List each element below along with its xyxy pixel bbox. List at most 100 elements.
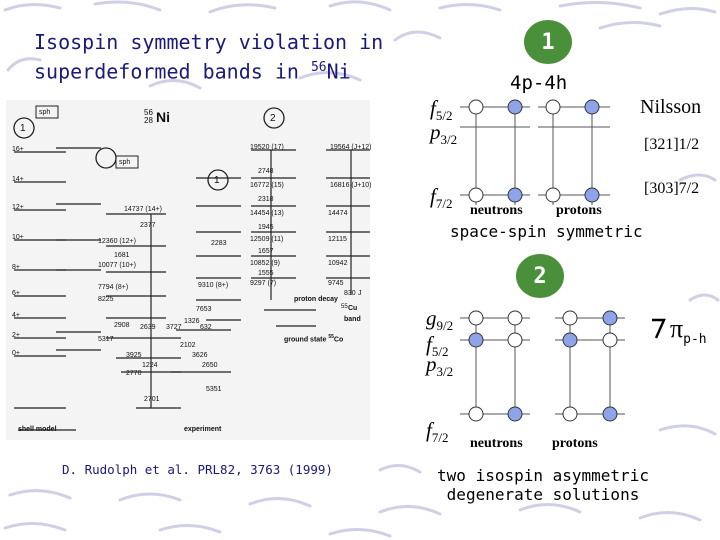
energy-label: 14474 [328, 210, 348, 217]
energy-label: 2102 [180, 342, 196, 349]
panel-2-level-f52: f5/2 [426, 332, 448, 360]
energy-label: 16772 (15) [250, 182, 284, 189]
energy-label: 2639 [140, 324, 156, 331]
energy-label: 5317 [98, 336, 114, 343]
orbital-filled [602, 310, 618, 326]
panel-2-protons: protons [552, 436, 598, 451]
scheme-nucleus-mass: 56 [144, 108, 153, 117]
energy-label: 12115 [328, 236, 347, 243]
orbital-empty [468, 406, 484, 422]
panel-2-caption: two isospin asymmetric degenerate soluti… [436, 466, 650, 504]
title-line-2-text: superdeformed bands in [34, 59, 311, 84]
energy-label: 1326 [184, 318, 200, 325]
orbital-filled [602, 406, 618, 422]
panel-1-level-p32: p3/2 [430, 120, 457, 148]
energy-label: 3925 [126, 352, 142, 359]
pi-ph-label: πp-h [670, 314, 707, 347]
orbital-sub: 7/2 [431, 430, 449, 446]
energy-label: 10852 (9) [250, 260, 280, 267]
energy-label: 632 [200, 324, 212, 331]
orbital-filled [507, 406, 523, 422]
panel-1-level-f72: f7/2 [430, 184, 452, 212]
energy-label: 7653 [196, 306, 212, 313]
energy-label: 9297 (7) [250, 280, 277, 287]
spin-label: 2+ [12, 332, 20, 339]
panel-2-badge: 2 [516, 254, 564, 298]
energy-label: 2701 [144, 396, 160, 403]
panel-1-level-f52: f5/2 [430, 96, 452, 124]
panel-2-orbital-diagram [460, 310, 625, 422]
cu-band-suffix: band [344, 316, 361, 323]
scheme-band-2: 2 [270, 113, 276, 124]
energy-label: 3727 [166, 324, 182, 331]
arrow-icon [652, 318, 666, 339]
orbital-empty [562, 310, 578, 326]
panel-2-level-p32: p3/2 [426, 352, 453, 380]
panel-2-caption-line-2: degenerate solutions [446, 485, 640, 504]
orbital-empty [562, 406, 578, 422]
orbital-filled [584, 99, 600, 115]
cu-band-symbol: Cu [348, 305, 358, 312]
scheme-nucleus-symbol: Ni [156, 109, 170, 125]
energy-label: 3626 [192, 352, 208, 359]
orbital-filled [507, 99, 523, 115]
energy-label: 19520 (17) [250, 144, 284, 151]
panel-1-badge: 1 [524, 20, 572, 64]
scheme-nucleus-z: 28 [144, 116, 153, 125]
orbital-letter: g [426, 306, 437, 330]
orbital-letter: f [430, 184, 436, 208]
energy-label: 2318 [258, 196, 274, 203]
energy-label: 8225 [98, 296, 114, 303]
orbital-sub: 5/2 [435, 108, 453, 124]
title-mass-number: 56 [310, 60, 327, 75]
energy-label: 9745 [328, 280, 344, 287]
energy-label: 14454 (13) [250, 210, 284, 217]
shell-model-label: shell model [18, 426, 57, 433]
energy-label: 2770 [126, 370, 142, 377]
energy-label: 2908 [114, 322, 130, 329]
spin-label: 10+ [12, 234, 24, 241]
level-scheme-figure: 1 sph sph 1 2 56 28 Ni 16+ 14+ 12+ 10+ 8… [6, 100, 372, 440]
energy-label: 1555 [258, 270, 274, 277]
energy-label: 2377 [140, 222, 156, 229]
energy-label: 7794 (8+) [98, 284, 129, 291]
cu-band-mass: 55 [341, 304, 348, 310]
spin-label: 8+ [12, 264, 20, 271]
panel-2-caption-line-1: two isospin asymmetric [437, 466, 649, 485]
spin-label: 12+ [12, 204, 24, 211]
orbital-empty [545, 99, 561, 115]
pi-symbol: π [670, 314, 684, 343]
orbital-letter: f [426, 332, 432, 356]
energy-label: 5351 [206, 386, 222, 393]
energy-label: 12360 (12+) [98, 238, 136, 245]
energy-label: 14737 (14+) [124, 206, 162, 213]
ground-state-label: ground state 55Co [284, 334, 343, 343]
energy-label: 2748 [258, 168, 274, 175]
ground-state-mass: 55 [328, 334, 334, 340]
energy-label: 1657 [258, 248, 274, 255]
experiment-label: experiment [184, 426, 222, 433]
orbital-sub: 5/2 [431, 344, 449, 360]
title-line-2: superdeformed bands in 56Ni [34, 55, 383, 85]
energy-label: 10942 [328, 260, 348, 267]
ground-state-symbol: Co [333, 336, 344, 344]
orbital-empty [468, 99, 484, 115]
spin-label: 16+ [12, 146, 24, 153]
orbital-empty [507, 310, 523, 326]
panel-2-neutrons: neutrons [470, 436, 523, 451]
energy-label: 830 [344, 290, 356, 297]
energy-label: 19564 (J+12) [330, 144, 372, 151]
orbital-filled [584, 187, 600, 203]
ground-state-text: ground state [284, 336, 329, 344]
panel-1-orbital-diagram [460, 99, 610, 205]
orbital-sub: 3/2 [440, 132, 458, 148]
energy-label: 1945 [258, 224, 274, 231]
energy-label: 12509 (11) [250, 236, 284, 243]
orbital-sub: 3/2 [436, 364, 454, 380]
energy-label: J [358, 290, 362, 297]
orbital-empty [602, 332, 618, 348]
energy-label: 10077 (10+) [98, 262, 136, 269]
nilsson-title: Nilsson [640, 96, 702, 118]
panel-1-subtitle: 4p-4h [510, 72, 568, 94]
